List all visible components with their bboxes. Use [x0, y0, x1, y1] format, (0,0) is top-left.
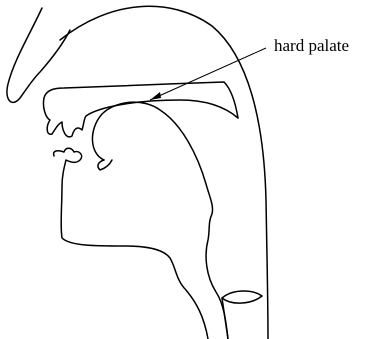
larynx-front [222, 298, 228, 339]
vocal-folds [222, 291, 262, 303]
pharynx-back-wall [60, 6, 268, 339]
tongue-fold [98, 160, 112, 170]
hard-palate-label: hard palate [274, 36, 349, 55]
lower-lip-jaw [54, 148, 208, 339]
tongue [92, 102, 228, 339]
roof-of-mouth [44, 82, 238, 118]
upper-lip-teeth [43, 98, 238, 137]
hard-palate-leader-line [150, 48, 266, 100]
hard-palate-arrowhead [150, 92, 161, 100]
